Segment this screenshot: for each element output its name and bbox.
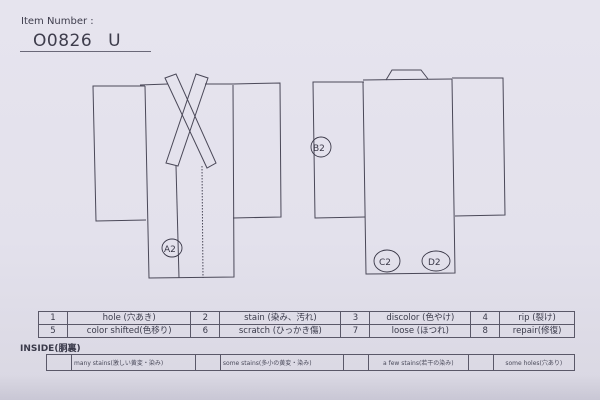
legend-label: scratch (ひっかき傷) bbox=[219, 324, 342, 338]
legend-label: rip (裂け) bbox=[499, 311, 575, 325]
legend-label: discolor (色やけ) bbox=[369, 311, 472, 325]
legend-num: 5 bbox=[38, 324, 68, 338]
marker-d2: D2 bbox=[421, 250, 451, 272]
marker-b2: B2 bbox=[310, 136, 332, 158]
marker-c2-label: C2 bbox=[379, 258, 391, 268]
inside-checkbox[interactable] bbox=[343, 354, 370, 371]
legend-num: 8 bbox=[470, 324, 501, 338]
legend-num: 3 bbox=[340, 311, 371, 325]
inside-option-label: a few stains(若干の染み) bbox=[368, 354, 469, 371]
legend-num: 7 bbox=[340, 324, 371, 338]
legend-num: 2 bbox=[190, 311, 221, 325]
kimono-diagrams: A2 B2 C2 D2 bbox=[92, 69, 506, 279]
legend-label: loose (ほつれ) bbox=[369, 324, 472, 338]
marker-d2-label: D2 bbox=[428, 258, 441, 268]
inside-row: many stains(激しい黄変・染み) some stains(多小の黄変・… bbox=[46, 354, 576, 371]
legend-label: stain (染み、汚れ) bbox=[219, 311, 342, 325]
legend-label: repair(修復) bbox=[499, 324, 575, 338]
item-number-value: O0826 U bbox=[33, 31, 121, 51]
damage-markers: A2 B2 C2 D2 bbox=[161, 136, 451, 273]
inside-option-label: some holes(穴あり) bbox=[492, 354, 576, 371]
inside-condition-table: many stains(激しい黄変・染み) some stains(多小の黄変・… bbox=[46, 354, 576, 371]
inside-checkbox[interactable] bbox=[46, 354, 72, 371]
legend-label: color shifted(色移り) bbox=[66, 324, 192, 338]
legend-row: 5 color shifted(色移り) 6 scratch (ひっかき傷) 7… bbox=[38, 324, 575, 338]
item-number-underline bbox=[20, 51, 151, 52]
item-number-code: O0826 bbox=[33, 31, 93, 51]
marker-c2: C2 bbox=[373, 249, 401, 273]
inside-option-label: many stains(激しい黄変・染み) bbox=[71, 354, 196, 371]
legend-row: 1 hole (穴あき) 2 stain (染み、汚れ) 3 discolor … bbox=[38, 311, 575, 325]
paper-shadow bbox=[0, 375, 600, 400]
legend-num: 1 bbox=[38, 311, 68, 325]
marker-a2: A2 bbox=[161, 238, 183, 258]
kimono-back-diagram bbox=[312, 69, 506, 275]
legend-label: hole (穴あき) bbox=[66, 311, 192, 325]
marker-b2-label: B2 bbox=[313, 144, 325, 154]
inside-section-label: INSIDE(胴裏) bbox=[20, 344, 81, 354]
legend-num: 4 bbox=[470, 311, 501, 325]
item-number-suffix: U bbox=[108, 31, 122, 51]
item-number-label: Item Number : bbox=[21, 16, 94, 27]
inside-option-label: some stains(多小の黄変・染み) bbox=[219, 354, 345, 371]
damage-legend-table: 1 hole (穴あき) 2 stain (染み、汚れ) 3 discolor … bbox=[38, 311, 575, 338]
legend-num: 6 bbox=[190, 324, 221, 338]
inside-checkbox[interactable] bbox=[194, 354, 221, 371]
inside-checkbox[interactable] bbox=[467, 354, 494, 371]
kimono-front-diagram bbox=[92, 73, 282, 279]
marker-a2-label: A2 bbox=[164, 245, 176, 255]
